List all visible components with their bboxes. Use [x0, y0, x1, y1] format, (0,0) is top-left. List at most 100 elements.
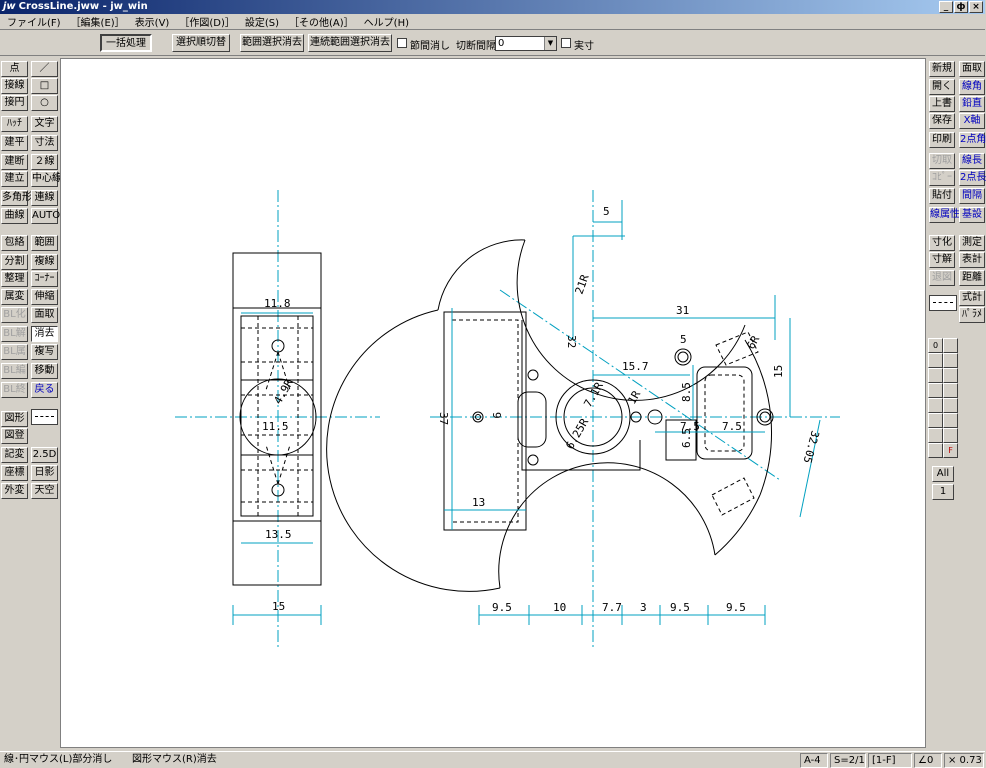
tool-button-left[interactable]: 図形 — [1, 411, 28, 427]
drawing-canvas[interactable]: 11.8 4.9R 11.5 13.5 15 5 21R 32 31 5 6R … — [60, 58, 926, 748]
menu-view[interactable]: 表示(V) — [134, 18, 170, 29]
tool-button-left[interactable]: 属変 — [1, 289, 28, 305]
tool-button-left[interactable]: ○ — [31, 95, 58, 111]
batch-process-button[interactable]: 一括処理 — [100, 34, 152, 52]
tool-button-right[interactable]: ﾊﾟﾗﾒ — [959, 307, 985, 323]
tool-button-right[interactable]: 2点角 — [959, 132, 986, 148]
tool-button-left[interactable]: □ — [31, 78, 58, 94]
tool-button-right[interactable]: 貼付 — [929, 188, 955, 204]
tool-button-right[interactable]: 線角 — [959, 79, 985, 95]
tool-button-left[interactable]: 面取 — [31, 307, 58, 323]
tool-button-left[interactable]: 複線 — [31, 254, 58, 270]
tool-button-left[interactable]: 建断 — [1, 154, 28, 170]
chevron-down-icon[interactable]: ▼ — [544, 37, 556, 50]
tool-button-left[interactable]: 座標 — [1, 465, 28, 481]
tool-button-left[interactable]: 接円 — [1, 95, 28, 111]
minimize-button[interactable]: _ — [939, 1, 953, 13]
tool-button-left[interactable]: 複写 — [31, 344, 58, 360]
tool-button-left[interactable]: 寸法 — [31, 135, 58, 151]
layer-all-button[interactable]: All — [932, 466, 954, 482]
layer-button[interactable] — [943, 383, 958, 398]
layer-current-button[interactable]: 1 — [932, 484, 954, 500]
tool-button-left[interactable]: 曲線 — [1, 208, 28, 224]
layer-button[interactable] — [943, 413, 958, 428]
restore-button[interactable]: ф — [954, 1, 968, 13]
tool-button-left[interactable]: 分割 — [1, 254, 28, 270]
menu-other[interactable]: ［その他(A)］ — [289, 18, 354, 29]
tool-button-right[interactable]: 面取 — [959, 61, 985, 77]
selection-order-button[interactable]: 選択順切替 — [172, 34, 230, 52]
tool-button-left[interactable]: 移動 — [31, 363, 58, 379]
tool-button-left[interactable]: 文字 — [31, 116, 58, 132]
layer-button[interactable] — [928, 383, 943, 398]
tool-button-left[interactable]: 記変 — [1, 447, 28, 463]
tool-button-right[interactable]: 開く — [929, 79, 955, 95]
tool-button-left[interactable]: 戻る — [31, 382, 58, 398]
menu-draw[interactable]: ［作図(D)］ — [179, 18, 235, 29]
tool-button-right[interactable]: X軸 — [959, 113, 985, 129]
tool-button-left[interactable]: 2.5D — [31, 447, 58, 463]
close-button[interactable]: × — [969, 1, 983, 13]
tool-button-left[interactable]: 図登 — [1, 428, 28, 444]
menu-settings[interactable]: 設定(S) — [244, 18, 280, 29]
real-size-checkbox[interactable] — [561, 38, 571, 48]
layer-0-button[interactable]: 0 — [928, 338, 943, 353]
tool-button-right[interactable]: 表計 — [959, 252, 985, 268]
tool-button-right[interactable]: 測定 — [959, 235, 985, 251]
layer-button[interactable] — [943, 353, 958, 368]
layer-button[interactable] — [943, 428, 958, 443]
section-erase-checkbox[interactable] — [397, 38, 407, 48]
tool-button-left[interactable]: 天空 — [31, 483, 58, 499]
tool-button-left[interactable]: 建平 — [1, 135, 28, 151]
paper-size[interactable]: A-4 — [800, 753, 828, 768]
tool-button-left[interactable]: 中心線 — [31, 171, 62, 187]
layer-display[interactable]: [1-F] — [868, 753, 912, 768]
layer-group-button[interactable]: F — [943, 443, 958, 458]
menu-edit[interactable]: ［編集(E)］ — [70, 18, 125, 29]
tool-button-left[interactable]: ２線 — [31, 154, 58, 170]
layer-button[interactable] — [928, 443, 943, 458]
tool-button-left[interactable]: BL解 — [1, 326, 28, 342]
line-type-selector[interactable] — [31, 409, 58, 425]
tool-button-right[interactable]: ｺﾋﾟｰ — [929, 170, 955, 186]
tool-button-left[interactable]: 消去 — [31, 326, 58, 342]
tool-button-left[interactable]: BL属 — [1, 344, 28, 360]
tool-button-right[interactable]: 間隔 — [959, 188, 985, 204]
tool-button-left[interactable]: 多角形 — [1, 190, 32, 206]
tool-button-left[interactable]: BL終 — [1, 382, 28, 398]
range-erase-button[interactable]: 範囲選択消去 — [240, 34, 304, 52]
tool-button-left[interactable]: 外変 — [1, 483, 28, 499]
tool-button-right[interactable]: 切取 — [929, 153, 955, 169]
layer-button[interactable] — [928, 428, 943, 443]
tool-button-right[interactable]: 上書 — [929, 96, 955, 112]
tool-button-right[interactable]: 新規 — [929, 61, 955, 77]
tool-button-left[interactable]: 整理 — [1, 271, 28, 287]
tool-button-left[interactable]: 点 — [1, 61, 28, 77]
tool-button-left[interactable]: BL化 — [1, 307, 28, 323]
tool-button-right[interactable]: 線属性 — [929, 207, 960, 223]
tool-button-left[interactable]: BL編 — [1, 363, 28, 379]
tool-button-left[interactable]: 接線 — [1, 78, 28, 94]
tool-button-left[interactable]: AUTO — [31, 208, 60, 224]
tool-button-right[interactable]: 寸解 — [929, 252, 955, 268]
menu-file[interactable]: ファイル(F) — [7, 18, 61, 29]
scale-display[interactable]: S=2/1 — [830, 753, 866, 768]
layer-button[interactable] — [928, 413, 943, 428]
tool-button-right[interactable]: 鉛直 — [959, 96, 985, 112]
tool-button-left[interactable]: 日影 — [31, 465, 58, 481]
tool-button-right[interactable]: 2点長 — [959, 170, 986, 186]
angle-display[interactable]: ∠0 — [914, 753, 942, 768]
tool-button-right[interactable]: 保存 — [929, 113, 955, 129]
menu-help[interactable]: ヘルプ(H) — [363, 18, 409, 29]
layer-button[interactable] — [943, 338, 958, 353]
tool-button-right[interactable]: 式計 — [959, 290, 985, 306]
layer-button[interactable] — [928, 398, 943, 413]
tool-button-left[interactable]: 伸縮 — [31, 289, 58, 305]
tool-button-right[interactable]: 寸化 — [929, 235, 955, 251]
tool-button-right[interactable]: 基設 — [959, 207, 985, 223]
layer-button[interactable] — [943, 368, 958, 383]
layer-button[interactable] — [943, 398, 958, 413]
tool-button-left[interactable]: ／ — [31, 61, 58, 77]
tool-button-left[interactable]: 範囲 — [31, 235, 58, 251]
tool-button-left[interactable]: 建立 — [1, 171, 28, 187]
